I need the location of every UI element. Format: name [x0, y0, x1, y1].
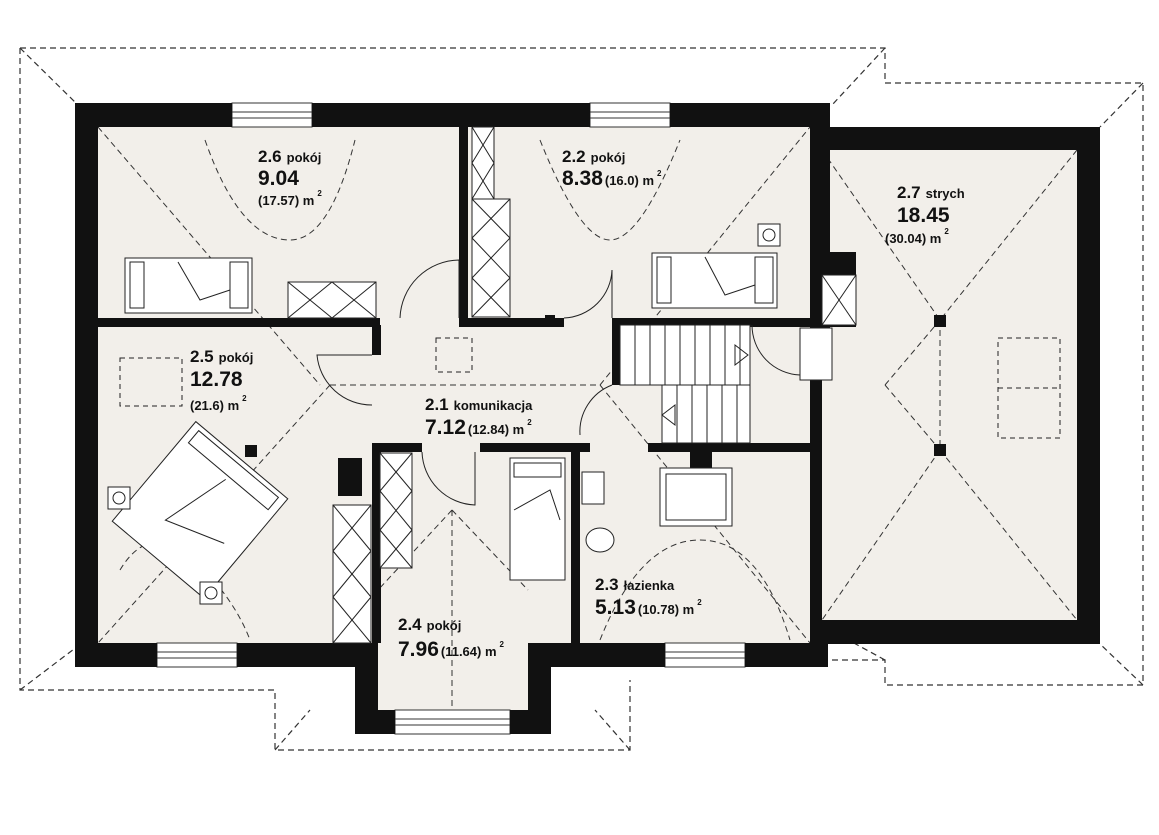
room-name: łazienka [624, 578, 675, 593]
room-unit-sup: 2 [944, 227, 949, 236]
windows [156, 102, 746, 735]
room-area: 12.78 [190, 368, 243, 391]
room-unit-sup: 2 [317, 189, 322, 198]
room-extra-area: (30.04) m [885, 231, 941, 246]
room-extra-area: (17.57) m [258, 193, 314, 208]
room-unit-sup: 2 [657, 169, 662, 178]
room-name: strych [926, 186, 965, 201]
room-unit-sup: 2 [527, 418, 532, 427]
room-name: pokój [591, 150, 626, 165]
room-extra-area: (16.0) m [605, 173, 654, 188]
room-area: 18.45 [897, 204, 950, 227]
room-unit-sup: 2 [242, 394, 247, 403]
room-extra-area: (11.64) m [441, 644, 497, 659]
room-extra-area: (12.84) m [468, 422, 524, 437]
room-name: komunikacja [454, 398, 534, 413]
room-number: 2.5 [190, 347, 214, 366]
room-area: 7.12 [425, 416, 466, 439]
room-name: pokój [219, 350, 254, 365]
room-area: 7.96 [398, 638, 439, 661]
room-unit-sup: 2 [500, 640, 505, 649]
room-number: 2.4 [398, 615, 422, 634]
room-area: 8.38 [562, 167, 603, 190]
room-number: 2.2 [562, 147, 586, 166]
room-unit-sup: 2 [697, 598, 702, 607]
room-extra-area: (10.78) m [638, 602, 694, 617]
room-number: 2.6 [258, 147, 282, 166]
room-name: pokój [427, 618, 462, 633]
room-number: 2.3 [595, 575, 619, 594]
room-name: pokój [287, 150, 322, 165]
room-number: 2.1 [425, 395, 449, 414]
room-area: 9.04 [258, 167, 299, 190]
room-extra-area: (21.6) m [190, 398, 239, 413]
room-area: 5.13 [595, 596, 636, 619]
room-number: 2.7 [897, 183, 921, 202]
walls [75, 103, 1100, 734]
furniture [107, 126, 1061, 644]
doors [316, 259, 801, 506]
